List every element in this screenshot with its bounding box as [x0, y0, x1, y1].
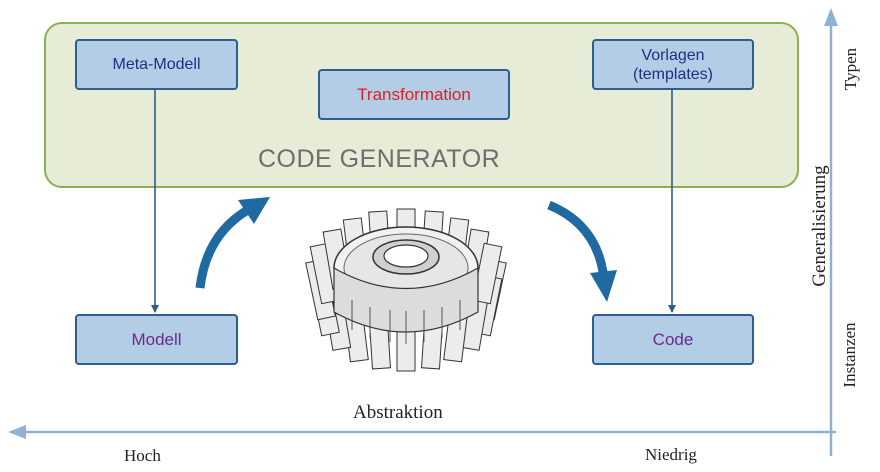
- model-label: Modell: [131, 330, 182, 349]
- templates-box: Vorlagen (templates): [592, 39, 754, 90]
- templates-label-line2: (templates): [632, 65, 714, 83]
- code-label: Code: [652, 330, 694, 349]
- code-box: Code: [592, 314, 754, 365]
- meta-model-label: Meta-Modell: [112, 56, 201, 73]
- generalization-instance-label: Instanzen: [840, 322, 859, 388]
- transformation-box: Transformation: [318, 69, 510, 120]
- gear-icon: [305, 208, 507, 372]
- meta-model-box: Meta-Modell: [75, 39, 238, 90]
- model-box: Modell: [75, 314, 238, 365]
- abstraction-axis: [8, 425, 836, 439]
- curved-arrow-icon: [547, 200, 617, 302]
- code-generator-label: CODE GENERATOR: [258, 145, 501, 173]
- curved-arrow-icon: [195, 197, 270, 289]
- abstraction-low-label: Niedrig: [645, 445, 697, 464]
- generalization-label: Generalisierung: [809, 165, 830, 287]
- abstraction-label: Abstraktion: [353, 402, 443, 423]
- templates-label-line1: Vorlagen: [641, 46, 705, 64]
- generalization-type-label: Typen: [841, 47, 860, 91]
- abstraction-high-label: Hoch: [124, 446, 161, 465]
- transformation-label: Transformation: [357, 85, 471, 104]
- generalization-axis: [824, 8, 838, 456]
